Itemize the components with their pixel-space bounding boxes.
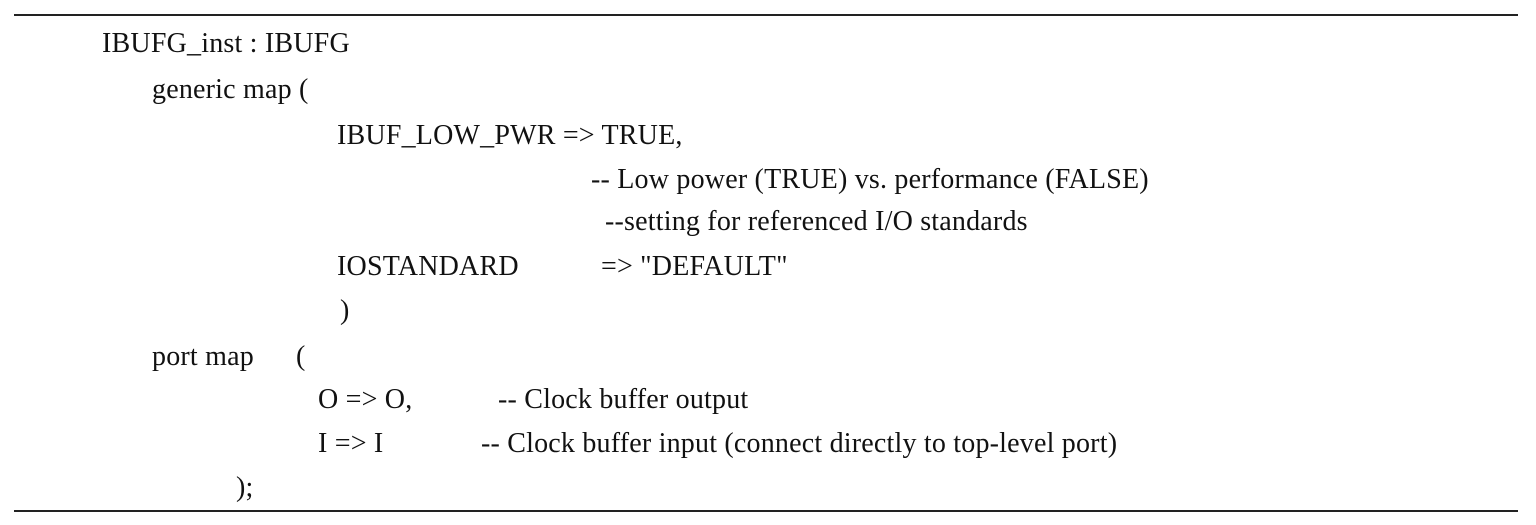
code-line-ibuf-low-pwr: IBUF_LOW_PWR => TRUE, [337, 120, 683, 151]
code-line-generic-close: ) [340, 295, 350, 326]
code-line-port-map-open: ( [296, 341, 306, 372]
code-comment-setting: --setting for referenced I/O standards [605, 206, 1028, 237]
code-line-port-close: ); [236, 472, 254, 503]
bottom-rule [14, 510, 1518, 512]
code-line-port-i: I => I [318, 428, 384, 459]
code-line-port-map: port map [152, 341, 254, 372]
code-line-iostandard-value: => "DEFAULT" [601, 251, 788, 282]
code-line-instance: IBUFG_inst : IBUFG [102, 28, 350, 59]
code-comment-low-power: -- Low power (TRUE) vs. performance (FAL… [591, 164, 1149, 195]
code-line-port-o: O => O, [318, 384, 413, 415]
code-comment-output: -- Clock buffer output [498, 384, 749, 415]
code-line-generic-map: generic map ( [152, 74, 309, 105]
top-rule [14, 14, 1518, 16]
code-comment-input: -- Clock buffer input (connect directly … [481, 428, 1118, 459]
code-line-iostandard-key: IOSTANDARD [337, 251, 519, 282]
